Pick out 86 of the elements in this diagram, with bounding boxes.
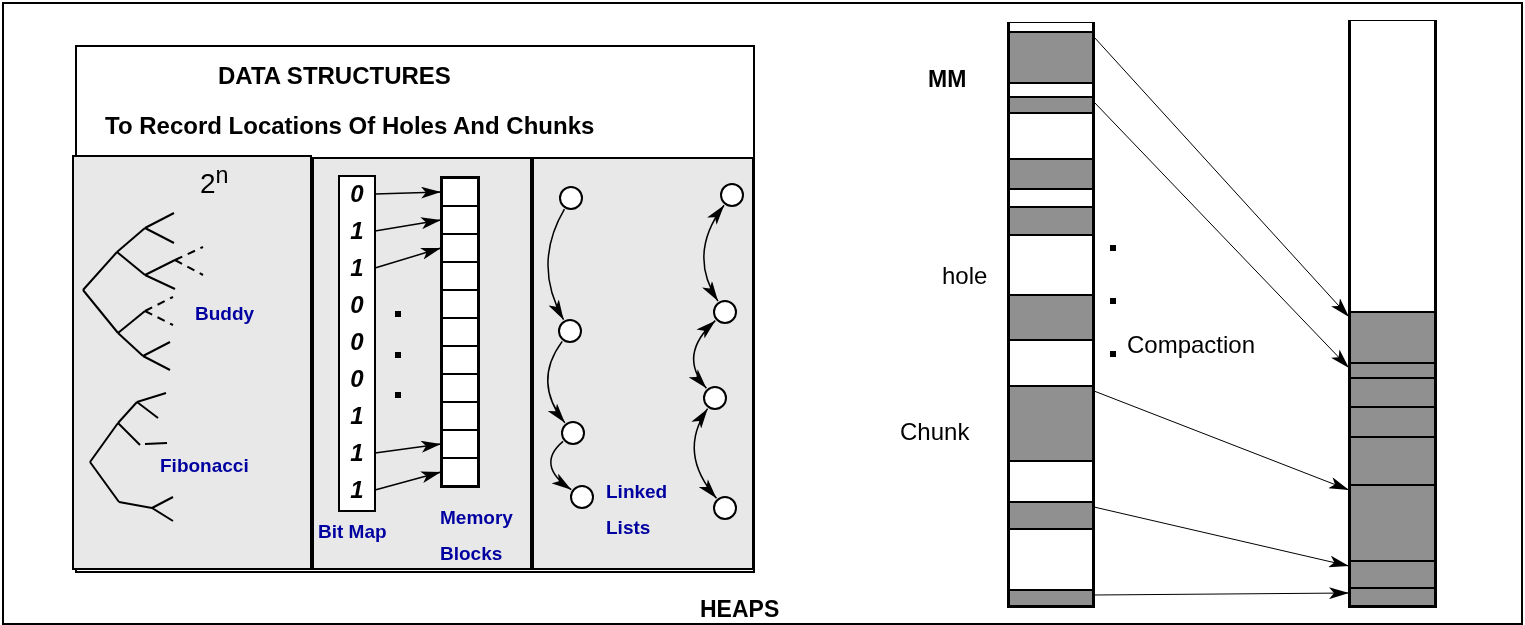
memory-segment (1009, 207, 1093, 235)
memory-block (442, 346, 478, 374)
memory-segment (1009, 235, 1093, 295)
memory-segment (1009, 529, 1093, 590)
memory-segment (1350, 312, 1435, 363)
list-node-circle (570, 485, 594, 509)
memory-column (1348, 20, 1437, 608)
memory-block (442, 430, 478, 458)
memory-block (442, 458, 478, 486)
caption: HEAPS (700, 596, 780, 623)
arrow (374, 186, 442, 199)
memory-segment (1350, 407, 1435, 437)
exponent-label: 2$^{n}$ (200, 162, 229, 201)
list-node-circle (559, 186, 583, 210)
memory-segment (1009, 295, 1093, 340)
arrow (550, 440, 572, 491)
memory-block (442, 262, 478, 290)
column-label: MM (928, 66, 967, 93)
memory-block (442, 402, 478, 430)
memory-segment (1350, 378, 1435, 407)
arrow (1093, 587, 1350, 600)
list-node-circle (561, 421, 585, 445)
memory-segment (1350, 363, 1435, 378)
list-node-circle (713, 496, 737, 520)
bit-value: 1 (340, 399, 374, 433)
memory-block (442, 206, 478, 234)
memory-segment (1009, 97, 1093, 113)
arrow (689, 319, 717, 389)
arrow (691, 407, 718, 499)
list-node-circle (703, 386, 727, 410)
memory-segment (1009, 32, 1093, 83)
memory-segment (1350, 20, 1435, 312)
bit-value: 1 (340, 473, 374, 507)
memory-segment (1009, 386, 1093, 461)
memory-segment (1009, 461, 1093, 502)
memory-segment (1009, 22, 1093, 32)
arrow (547, 208, 566, 321)
memory-segment (1009, 83, 1093, 97)
memory-block (442, 318, 478, 346)
arrow (1093, 390, 1350, 491)
memory-segment (1009, 340, 1093, 386)
bit-value: 0 (340, 288, 374, 322)
box-heading: DATA STRUCTURES (218, 62, 451, 90)
memory-segment (1350, 561, 1435, 588)
panel (72, 155, 312, 570)
arrow (374, 471, 442, 491)
text-label: Compaction (1127, 331, 1256, 359)
memory-segment (1009, 113, 1093, 159)
arrow (1093, 506, 1350, 568)
memory-block (442, 234, 478, 262)
arrow (1093, 101, 1350, 369)
memory-segment (1350, 485, 1435, 561)
arrow (547, 340, 566, 424)
panel-label: Linked Lists (606, 480, 669, 540)
column-label: Bit Map (318, 520, 387, 544)
column-label: Memory Blocks (440, 506, 514, 566)
bit-value: 1 (340, 251, 374, 285)
box-subheading: To Record Locations Of Holes And Chunks (105, 112, 595, 140)
text-label: hole (942, 262, 988, 290)
memory-segment (1009, 159, 1093, 189)
memory-block (442, 178, 478, 206)
panel (312, 157, 532, 570)
list-node-circle (713, 300, 737, 324)
text-label: Chunk (900, 418, 970, 446)
memory-segment (1350, 588, 1435, 606)
tree-label: Buddy (195, 302, 255, 326)
bit-value: 1 (340, 214, 374, 248)
bit-value: 0 (340, 325, 374, 359)
memory-block (442, 290, 478, 318)
memory-block (442, 374, 478, 402)
tree-label: Fibonacci (160, 454, 249, 478)
bit-value: 1 (340, 436, 374, 470)
memory-segment (1350, 437, 1435, 485)
panel (532, 157, 754, 570)
bit-value: 0 (340, 177, 374, 211)
list-node-circle (720, 183, 744, 207)
arrow (374, 247, 442, 269)
list-node-circle (558, 319, 582, 343)
arrow (702, 204, 725, 302)
memory-segment (1009, 189, 1093, 207)
memory-segment (1009, 502, 1093, 529)
memory-segment (1009, 590, 1093, 606)
arrow (374, 440, 442, 454)
arrow (374, 217, 442, 232)
bit-value: 0 (340, 362, 374, 396)
data-structures-box (75, 45, 755, 573)
